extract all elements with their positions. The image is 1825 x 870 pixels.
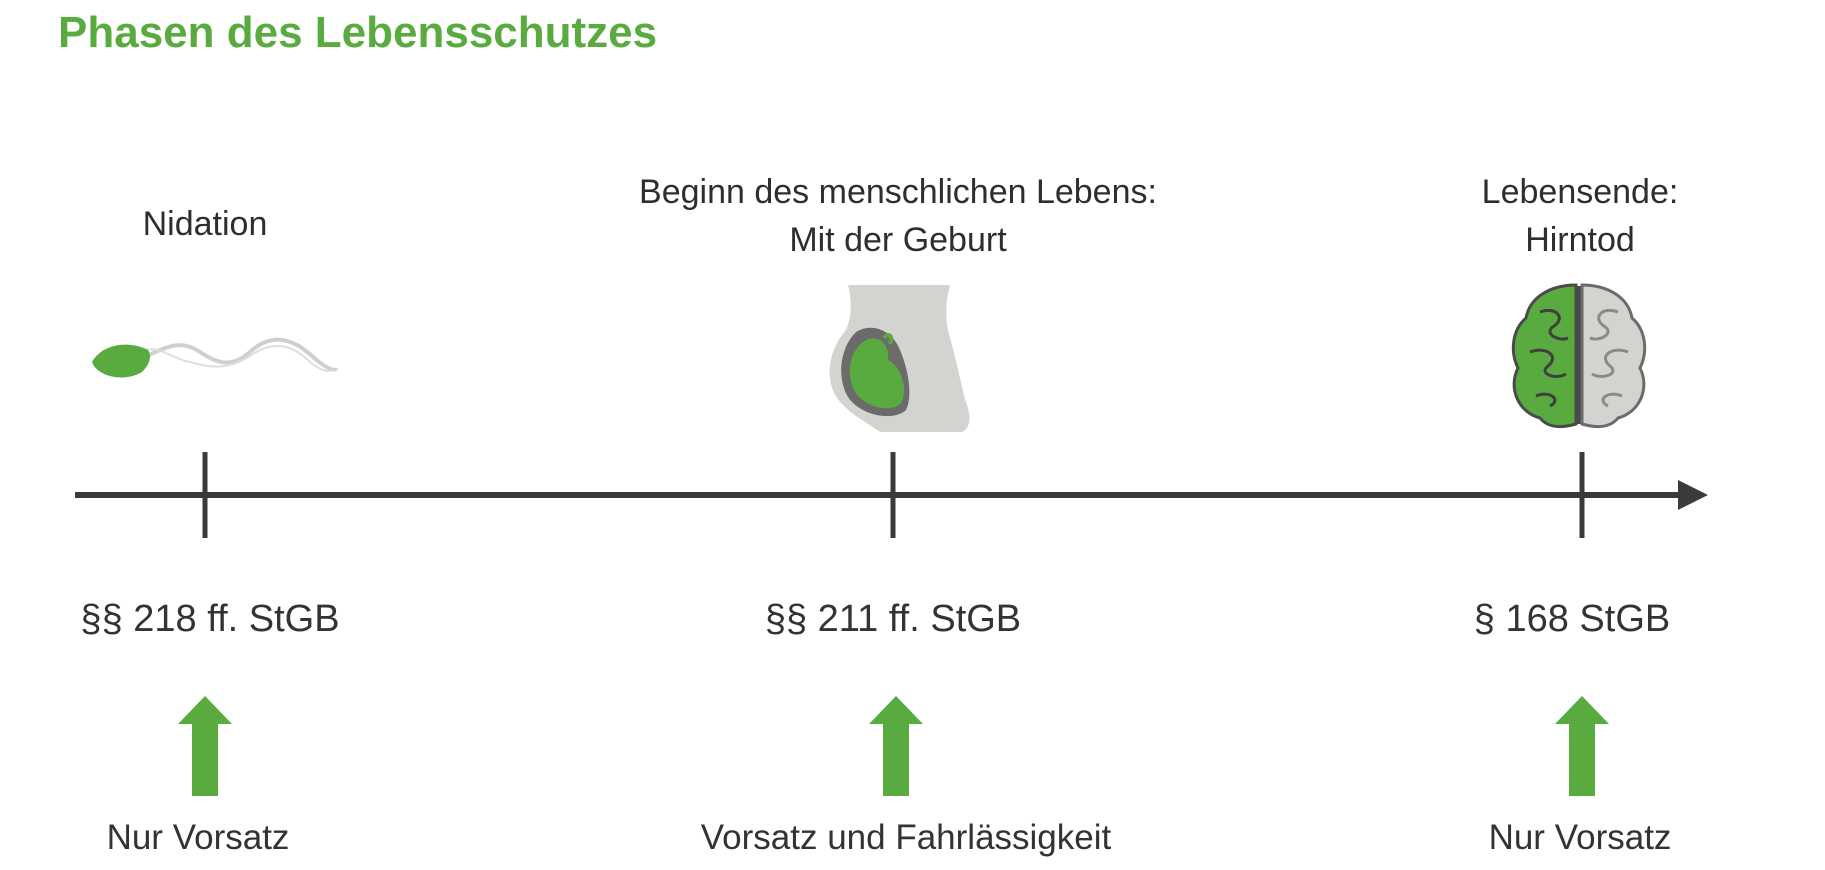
arrow-up-icon	[869, 696, 923, 796]
intent-label-death: Nur Vorsatz	[1488, 818, 1672, 857]
intent-label-nidation: Nur Vorsatz	[106, 818, 290, 857]
intent-label-birth: Vorsatz und Fahrlässigkeit	[700, 818, 1112, 857]
phase-label-birth-line1: Beginn des menschlichen Lebens:	[639, 173, 1157, 211]
timeline-axis	[75, 452, 1708, 538]
axis-arrowhead	[1678, 480, 1708, 510]
page-title: Phasen des Lebensschutzes	[58, 8, 658, 57]
sperm-icon	[92, 337, 338, 378]
law-reference-nidation: §§ 218 ff. StGB	[80, 598, 340, 640]
phase-label-death-line1: Lebensende:	[1481, 173, 1679, 211]
arrow-up-icon	[1555, 696, 1609, 796]
law-reference-death: § 168 StGB	[1473, 598, 1671, 640]
phase-label-birth-line2: Mit der Geburt	[789, 221, 1007, 259]
arrow-up-icon	[178, 696, 232, 796]
phase-label-nidation: Nidation	[142, 205, 268, 243]
pregnancy-icon	[829, 285, 970, 432]
law-reference-birth: §§ 211 ff. StGB	[764, 598, 1022, 640]
brain-icon	[1511, 283, 1647, 428]
phase-label-death-line2: Hirntod	[1525, 221, 1635, 259]
